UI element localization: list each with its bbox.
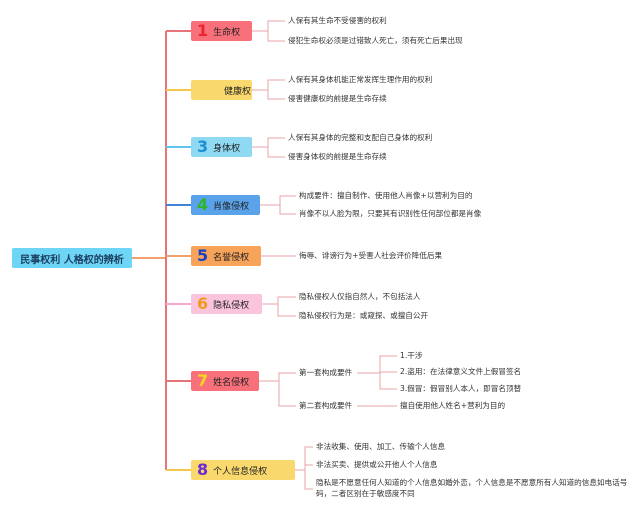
leaf-name-set-1-item-3: 3.假冒：假冒别人本人，即冒名顶替: [400, 384, 522, 393]
branch-label: 健康权: [224, 86, 252, 97]
leaf-portrait-1: 构成要件：擅自制作、使用他人肖像+以营利为目的: [299, 191, 473, 200]
leaf-personal-info-2: 非法买卖、提供或公开他人个人信息: [316, 460, 438, 469]
branch-reputation-infringement[interactable]: 5 名誉侵权: [191, 246, 261, 266]
leaf-body-1: 人保有其身体的完整和支配自己身体的权利: [288, 133, 433, 142]
leaf-connector-8: [295, 446, 313, 490]
leaf-name-set-1-item-2: 2.盗用：在法律意义文件上假冒签名: [400, 367, 522, 376]
leaf-privacy-2: 隐私侵权行为是：或窥探、或擅自公开: [299, 311, 429, 320]
branch-number: 5: [197, 246, 209, 265]
branch-number: 1: [197, 21, 209, 40]
leaf-reputation-1: 侮辱、诽谤行为+受害人社会评价降低后果: [299, 251, 443, 260]
leaf-health-1: 人保有其身体机能正常发挥生理作用的权利: [288, 75, 433, 84]
branch-portrait-infringement[interactable]: 4 肖像侵权: [191, 195, 260, 215]
leaf-portrait-2: 肖像不以人脸为限，只要其有识别性任何部位都是肖像: [299, 209, 482, 218]
branch-life-right[interactable]: 1 生命权: [191, 21, 252, 41]
branch-number: 4: [197, 195, 209, 214]
leaf-name-set-1-item-1: 1.干涉: [400, 351, 423, 360]
leaf-life-1: 人保有其生命不受侵害的权利: [288, 16, 387, 25]
leaf-health-2: 侵害健康权的前提是生命存续: [288, 94, 387, 103]
branch-health-right[interactable]: 健康权: [191, 80, 252, 100]
branch-label: 个人信息侵权: [213, 466, 268, 477]
leaf-connector-4: [260, 195, 296, 215]
root-node[interactable]: 民事权利 人格权的辨析: [12, 248, 132, 268]
leaf-connector-7a: [357, 355, 397, 390]
branch-label: 名誉侵权: [213, 252, 250, 263]
leaf-connector-6: [262, 296, 296, 317]
branch-personal-info-infringement[interactable]: 8 个人信息侵权: [191, 460, 295, 480]
branch-number: 8: [197, 460, 209, 479]
branch-label: 隐私侵权: [213, 300, 250, 311]
branch-label: 姓名侵权: [213, 377, 250, 388]
branch-number: 7: [197, 371, 209, 390]
leaf-connector-1: [252, 20, 285, 42]
leaf-life-2: 侵犯生命权必须是过错致人死亡，须有死亡后果出现: [288, 36, 463, 45]
leaf-privacy-1: 隐私侵权人仅指自然人，不包括法人: [299, 292, 421, 301]
branch-label: 身体权: [213, 143, 241, 154]
branch-label: 生命权: [213, 27, 241, 38]
branch-body-right[interactable]: 3 身体权: [191, 137, 252, 157]
leaf-personal-info-1: 非法收集、使用、加工、传输个人信息: [316, 442, 446, 451]
leaf-connector-2: [252, 79, 285, 100]
leaf-name-set-2-item-1: 擅自使用他人姓名+营利为目的: [400, 401, 506, 410]
branch-number: 3: [197, 137, 209, 156]
leaf-name-set-1: 第一套构成要件: [299, 368, 353, 377]
leaf-name-set-2: 第二套构成要件: [299, 401, 353, 410]
leaf-personal-info-3: 隐私是不愿意任何人知道的个人信息如婚外恋，个人信息是不愿意所有人知道的信息如电话…: [316, 478, 628, 498]
leaf-connector-7: [259, 372, 296, 407]
leaf-body-2: 侵害身体权的前提是生命存续: [288, 152, 387, 161]
branch-label: 肖像侵权: [213, 201, 250, 212]
leaf-connector-3: [252, 137, 285, 158]
branch-privacy-infringement[interactable]: 6 隐私侵权: [191, 294, 262, 314]
branch-number: 6: [197, 294, 209, 313]
branch-name-infringement[interactable]: 7 姓名侵权: [191, 371, 259, 391]
